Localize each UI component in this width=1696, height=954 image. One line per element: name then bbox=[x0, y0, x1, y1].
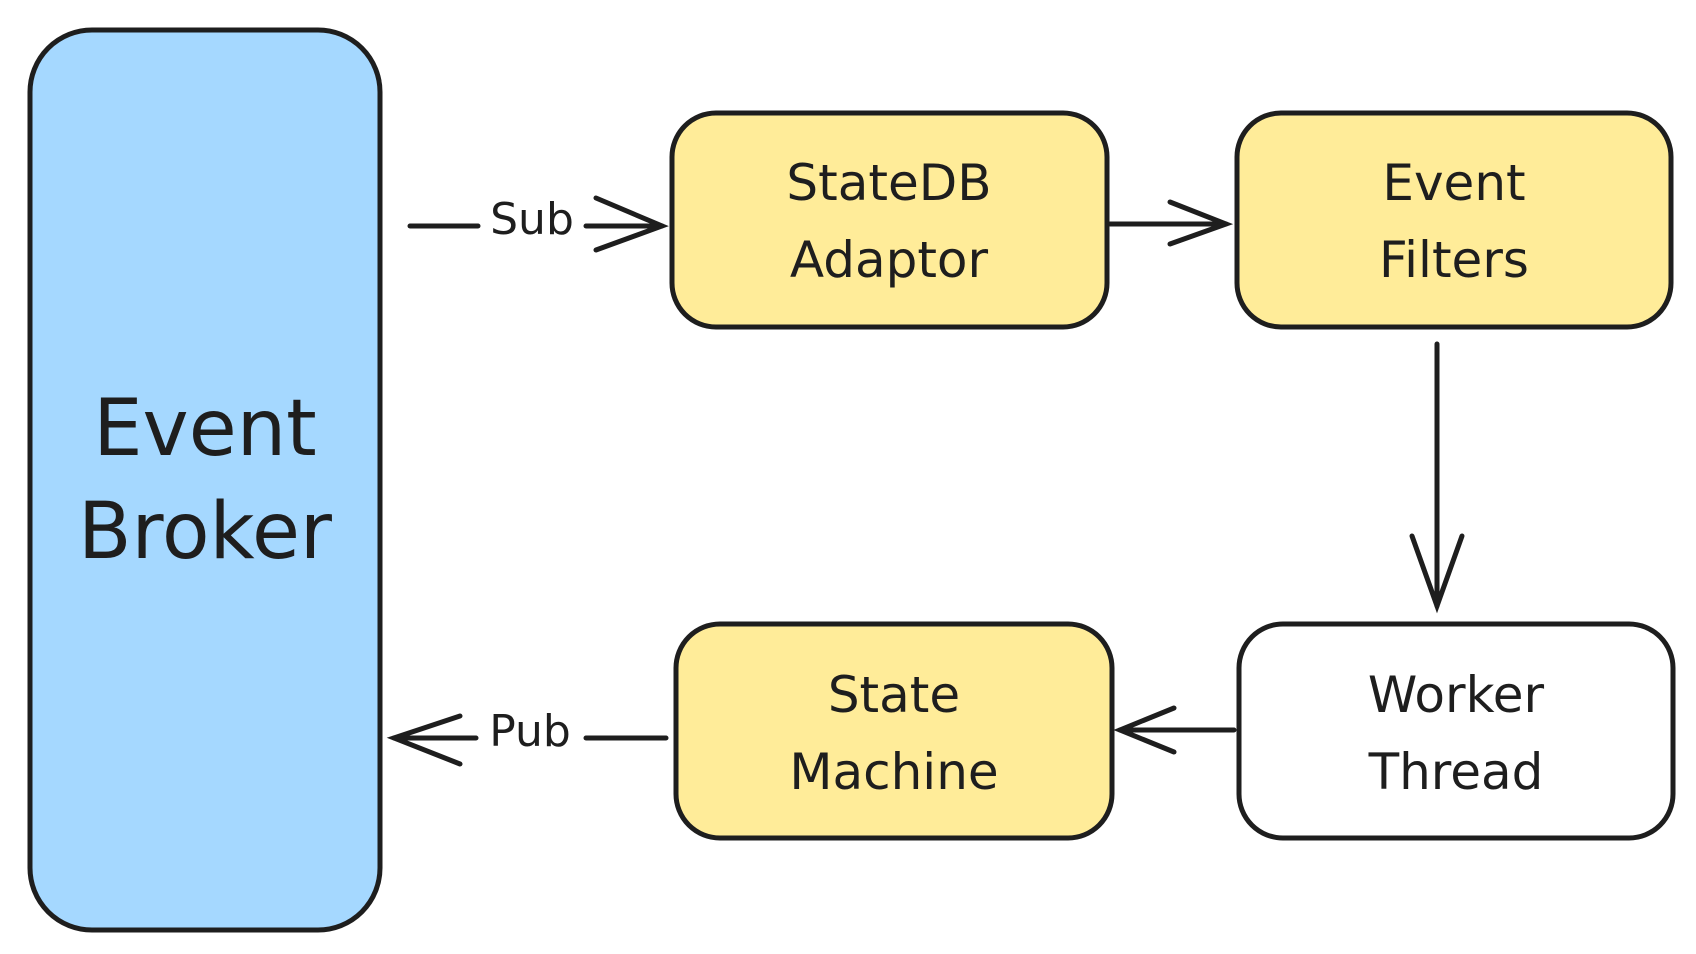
statedb-adaptor-label-line2: Adaptor bbox=[790, 231, 989, 289]
worker-thread-label-line2: Thread bbox=[1368, 743, 1544, 801]
pub-arrow: Pub bbox=[386, 706, 669, 767]
worker-to-machine-arrow bbox=[1113, 705, 1237, 755]
event-filters-node[interactable]: Event Filters bbox=[1234, 110, 1674, 330]
event-broker-node[interactable]: Event Broker bbox=[27, 27, 383, 933]
event-filters-label-line1: Event bbox=[1382, 154, 1525, 212]
statedb-adaptor-box bbox=[669, 110, 1110, 330]
pub-arrowhead bbox=[386, 713, 463, 767]
state-machine-box bbox=[673, 621, 1115, 841]
sub-arrowhead bbox=[593, 195, 669, 253]
event-filters-box bbox=[1234, 110, 1674, 330]
statedb-adaptor-node[interactable]: StateDB Adaptor bbox=[669, 110, 1110, 330]
worker-thread-node[interactable]: Worker Thread bbox=[1236, 621, 1676, 841]
event-broker-label-line2: Broker bbox=[78, 487, 333, 577]
worker-thread-box bbox=[1236, 621, 1676, 841]
sub-arrow: Sub bbox=[407, 194, 669, 253]
adaptor-to-filters-arrow bbox=[1107, 199, 1234, 247]
state-machine-node[interactable]: State Machine bbox=[673, 621, 1115, 841]
filters-to-worker-arrow bbox=[1409, 341, 1465, 614]
worker-to-machine-arrowhead bbox=[1113, 705, 1177, 755]
state-machine-label-line2: Machine bbox=[789, 743, 998, 801]
statedb-adaptor-label-line1: StateDB bbox=[786, 154, 991, 212]
adaptor-to-filters-arrowhead bbox=[1167, 199, 1234, 247]
worker-thread-label-line1: Worker bbox=[1368, 666, 1545, 724]
filters-to-worker-arrowhead bbox=[1409, 533, 1465, 614]
state-machine-label-line1: State bbox=[828, 666, 960, 724]
pub-label: Pub bbox=[489, 706, 571, 757]
event-broker-label-line1: Event bbox=[93, 384, 316, 474]
event-broker-box bbox=[27, 27, 383, 933]
event-filters-label-line2: Filters bbox=[1379, 231, 1529, 289]
sub-label: Sub bbox=[490, 194, 574, 245]
